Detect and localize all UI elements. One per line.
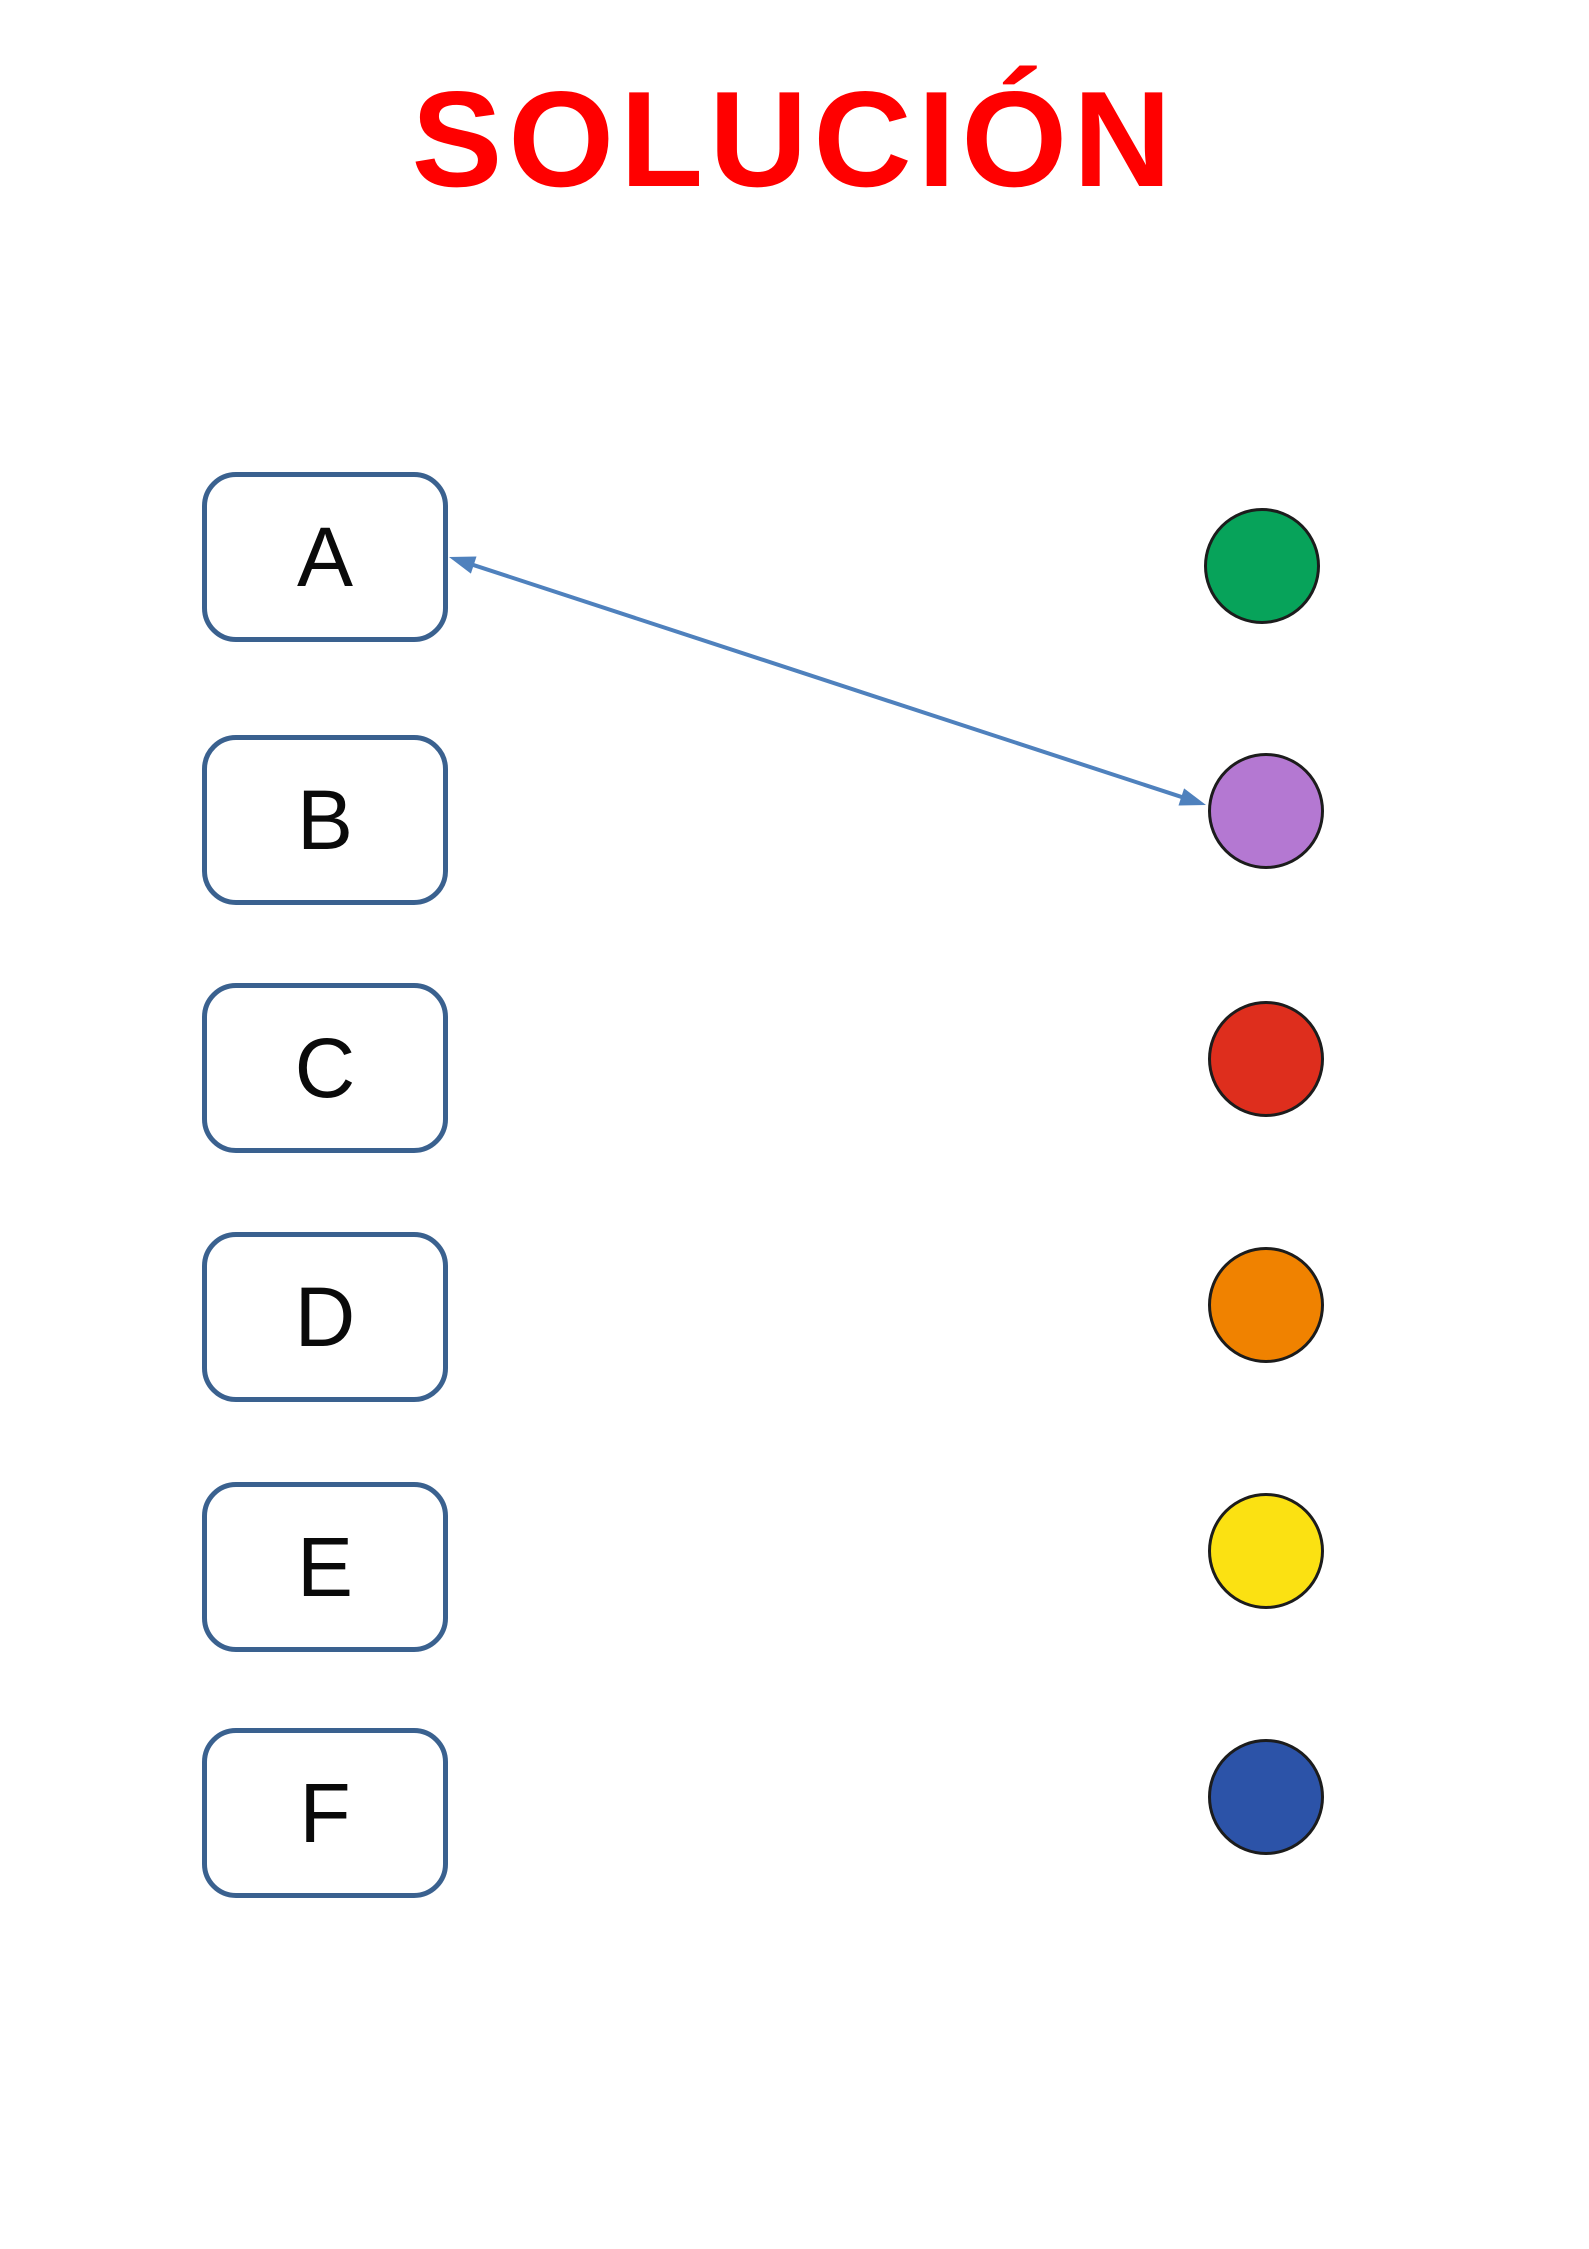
box-b[interactable]: B bbox=[202, 735, 448, 905]
circle-blue[interactable] bbox=[1208, 1739, 1324, 1855]
box-e-label: E bbox=[296, 1520, 354, 1614]
circle-purple[interactable] bbox=[1208, 753, 1324, 869]
box-d[interactable]: D bbox=[202, 1232, 448, 1402]
circle-yellow[interactable] bbox=[1208, 1493, 1324, 1609]
box-c-label: C bbox=[294, 1021, 356, 1115]
box-a-label: A bbox=[296, 510, 354, 604]
box-e[interactable]: E bbox=[202, 1482, 448, 1652]
circle-orange[interactable] bbox=[1208, 1247, 1324, 1363]
circle-red[interactable] bbox=[1208, 1001, 1324, 1117]
box-a[interactable]: A bbox=[202, 472, 448, 642]
page-title: SOLUCIÓN bbox=[411, 63, 1178, 215]
box-b-label: B bbox=[296, 773, 354, 867]
box-c[interactable]: C bbox=[202, 983, 448, 1153]
box-d-label: D bbox=[294, 1270, 356, 1364]
box-f[interactable]: F bbox=[202, 1728, 448, 1898]
box-f-label: F bbox=[299, 1766, 351, 1860]
circle-green[interactable] bbox=[1204, 508, 1320, 624]
connection-line bbox=[465, 560, 1190, 802]
